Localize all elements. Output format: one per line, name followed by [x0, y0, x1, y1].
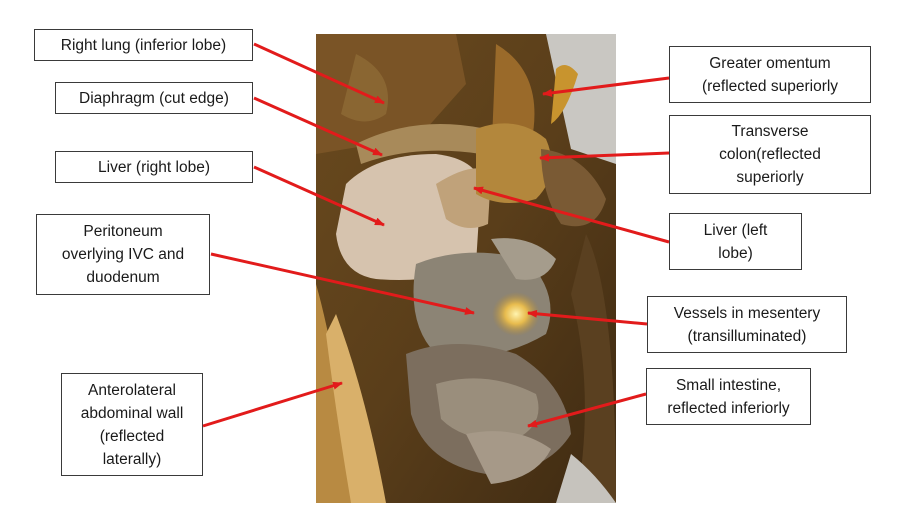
label-liver-right-lobe-text: Liver (right lobe): [98, 158, 210, 176]
label-diaphragm: Diaphragm (cut edge): [55, 82, 253, 114]
label-liver-left-lobe-text: Liver (left lobe): [703, 221, 768, 262]
label-transverse-colon: Transverse colon(reflected superiorly: [669, 115, 871, 194]
label-greater-omentum: Greater omentum (reflected superiorly: [669, 46, 871, 103]
label-greater-omentum-text: Greater omentum (reflected superiorly: [701, 54, 839, 95]
label-diaphragm-text: Diaphragm (cut edge): [79, 89, 229, 107]
label-abdominal-wall-text: Anterolateral abdominal wall (reflected …: [80, 381, 184, 468]
label-peritoneum-text: Peritoneum overlying IVC and duodenum: [61, 223, 185, 286]
label-liver-right-lobe: Liver (right lobe): [55, 151, 253, 183]
label-vessels-mesentery-text: Vessels in mesentery (transilluminated): [673, 304, 821, 345]
label-right-lung-text: Right lung (inferior lobe): [60, 36, 227, 54]
label-right-lung: Right lung (inferior lobe): [34, 29, 253, 61]
dissection-photo: [316, 34, 616, 503]
label-small-intestine-text: Small intestine, reflected inferiorly: [667, 376, 790, 417]
label-abdominal-wall: Anterolateral abdominal wall (reflected …: [61, 373, 203, 476]
label-liver-left-lobe: Liver (left lobe): [669, 213, 802, 270]
label-transverse-colon-text: Transverse colon(reflected superiorly: [719, 123, 821, 186]
label-vessels-mesentery: Vessels in mesentery (transilluminated): [647, 296, 847, 353]
label-peritoneum: Peritoneum overlying IVC and duodenum: [36, 214, 210, 295]
label-small-intestine: Small intestine, reflected inferiorly: [646, 368, 811, 425]
